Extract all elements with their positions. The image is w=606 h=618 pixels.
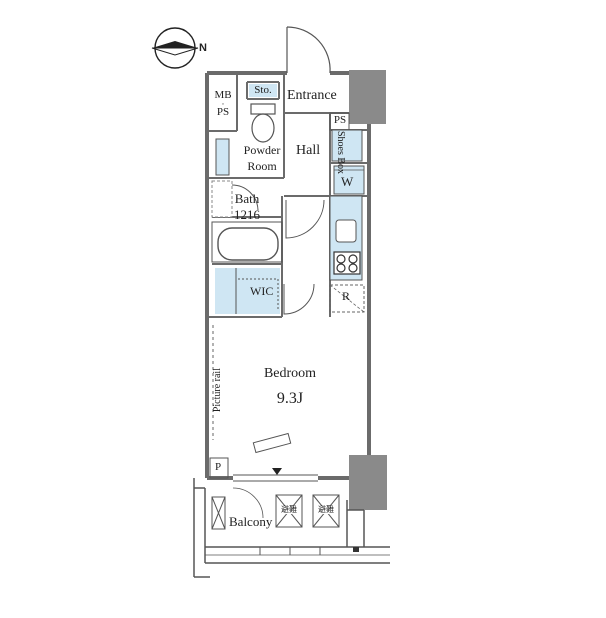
mbps-label-line2: PS [216, 106, 230, 118]
compass-label: N [199, 42, 207, 54]
picture-rail-label: Picture rail [212, 368, 223, 413]
storage-fill [249, 84, 277, 97]
mbps-separator: · [221, 99, 225, 109]
balcony-outdoor-unit [211, 496, 226, 530]
shoes-box-fill [331, 129, 363, 162]
hall-door-arc-1 [285, 199, 325, 239]
ps-label: PS [333, 114, 347, 126]
balcony-label: Balcony [229, 514, 273, 529]
balcony-rail-post [353, 547, 359, 552]
column-bottom-right [349, 455, 387, 510]
wic-fill [215, 268, 280, 314]
pipe-space-box [209, 457, 229, 479]
washer-box [333, 165, 365, 195]
entrance-label: Entrance [287, 88, 337, 103]
kitchen-sink [335, 219, 357, 243]
pipe-space-label: P [215, 461, 222, 473]
stove-burners [336, 254, 358, 273]
bath-label-line2: 1216 [234, 207, 260, 222]
entry-arrow-icon [272, 468, 282, 475]
balcony-door-arc [232, 487, 264, 519]
entrance-door [286, 26, 331, 74]
stove-icon [333, 251, 361, 275]
powder-room-label-line1: Powder [243, 143, 281, 157]
balcony-frame [193, 478, 390, 578]
refrigerator-space [329, 284, 365, 313]
exterior-walls [205, 71, 371, 480]
escape-hatch-right-label: 避難 [318, 505, 334, 514]
escape-hatch-left-label: 避難 [281, 505, 297, 514]
wic-door-arc [283, 283, 315, 315]
bath-wash-area [211, 180, 233, 218]
bath-door-arc [231, 184, 259, 211]
washer-label: W [341, 174, 354, 189]
hall-label: Hall [296, 143, 321, 158]
toilet-icon [250, 103, 276, 143]
bedroom-window [233, 474, 318, 482]
shoes-box-label: Shoes Box [335, 131, 346, 175]
bath-label-line1: Bath [234, 191, 260, 206]
compass-icon [151, 27, 199, 69]
column-top-right [349, 70, 386, 124]
wic-label: WIC [250, 284, 274, 298]
air-conditioner-icon [252, 432, 292, 454]
bedroom-size-label: 9.3J [276, 390, 304, 407]
refrigerator-label: R [342, 289, 351, 303]
balcony-rail-ticks [259, 547, 321, 555]
mbps-label-line1: MB [214, 89, 232, 101]
bedroom-label: Bedroom [263, 366, 317, 381]
powder-room-label-line2: Room [247, 159, 277, 173]
powder-sink-fill [215, 138, 230, 176]
bathtub-frame [211, 221, 283, 263]
bathtub-icon [217, 227, 279, 261]
storage-label: Sto. [254, 84, 272, 96]
